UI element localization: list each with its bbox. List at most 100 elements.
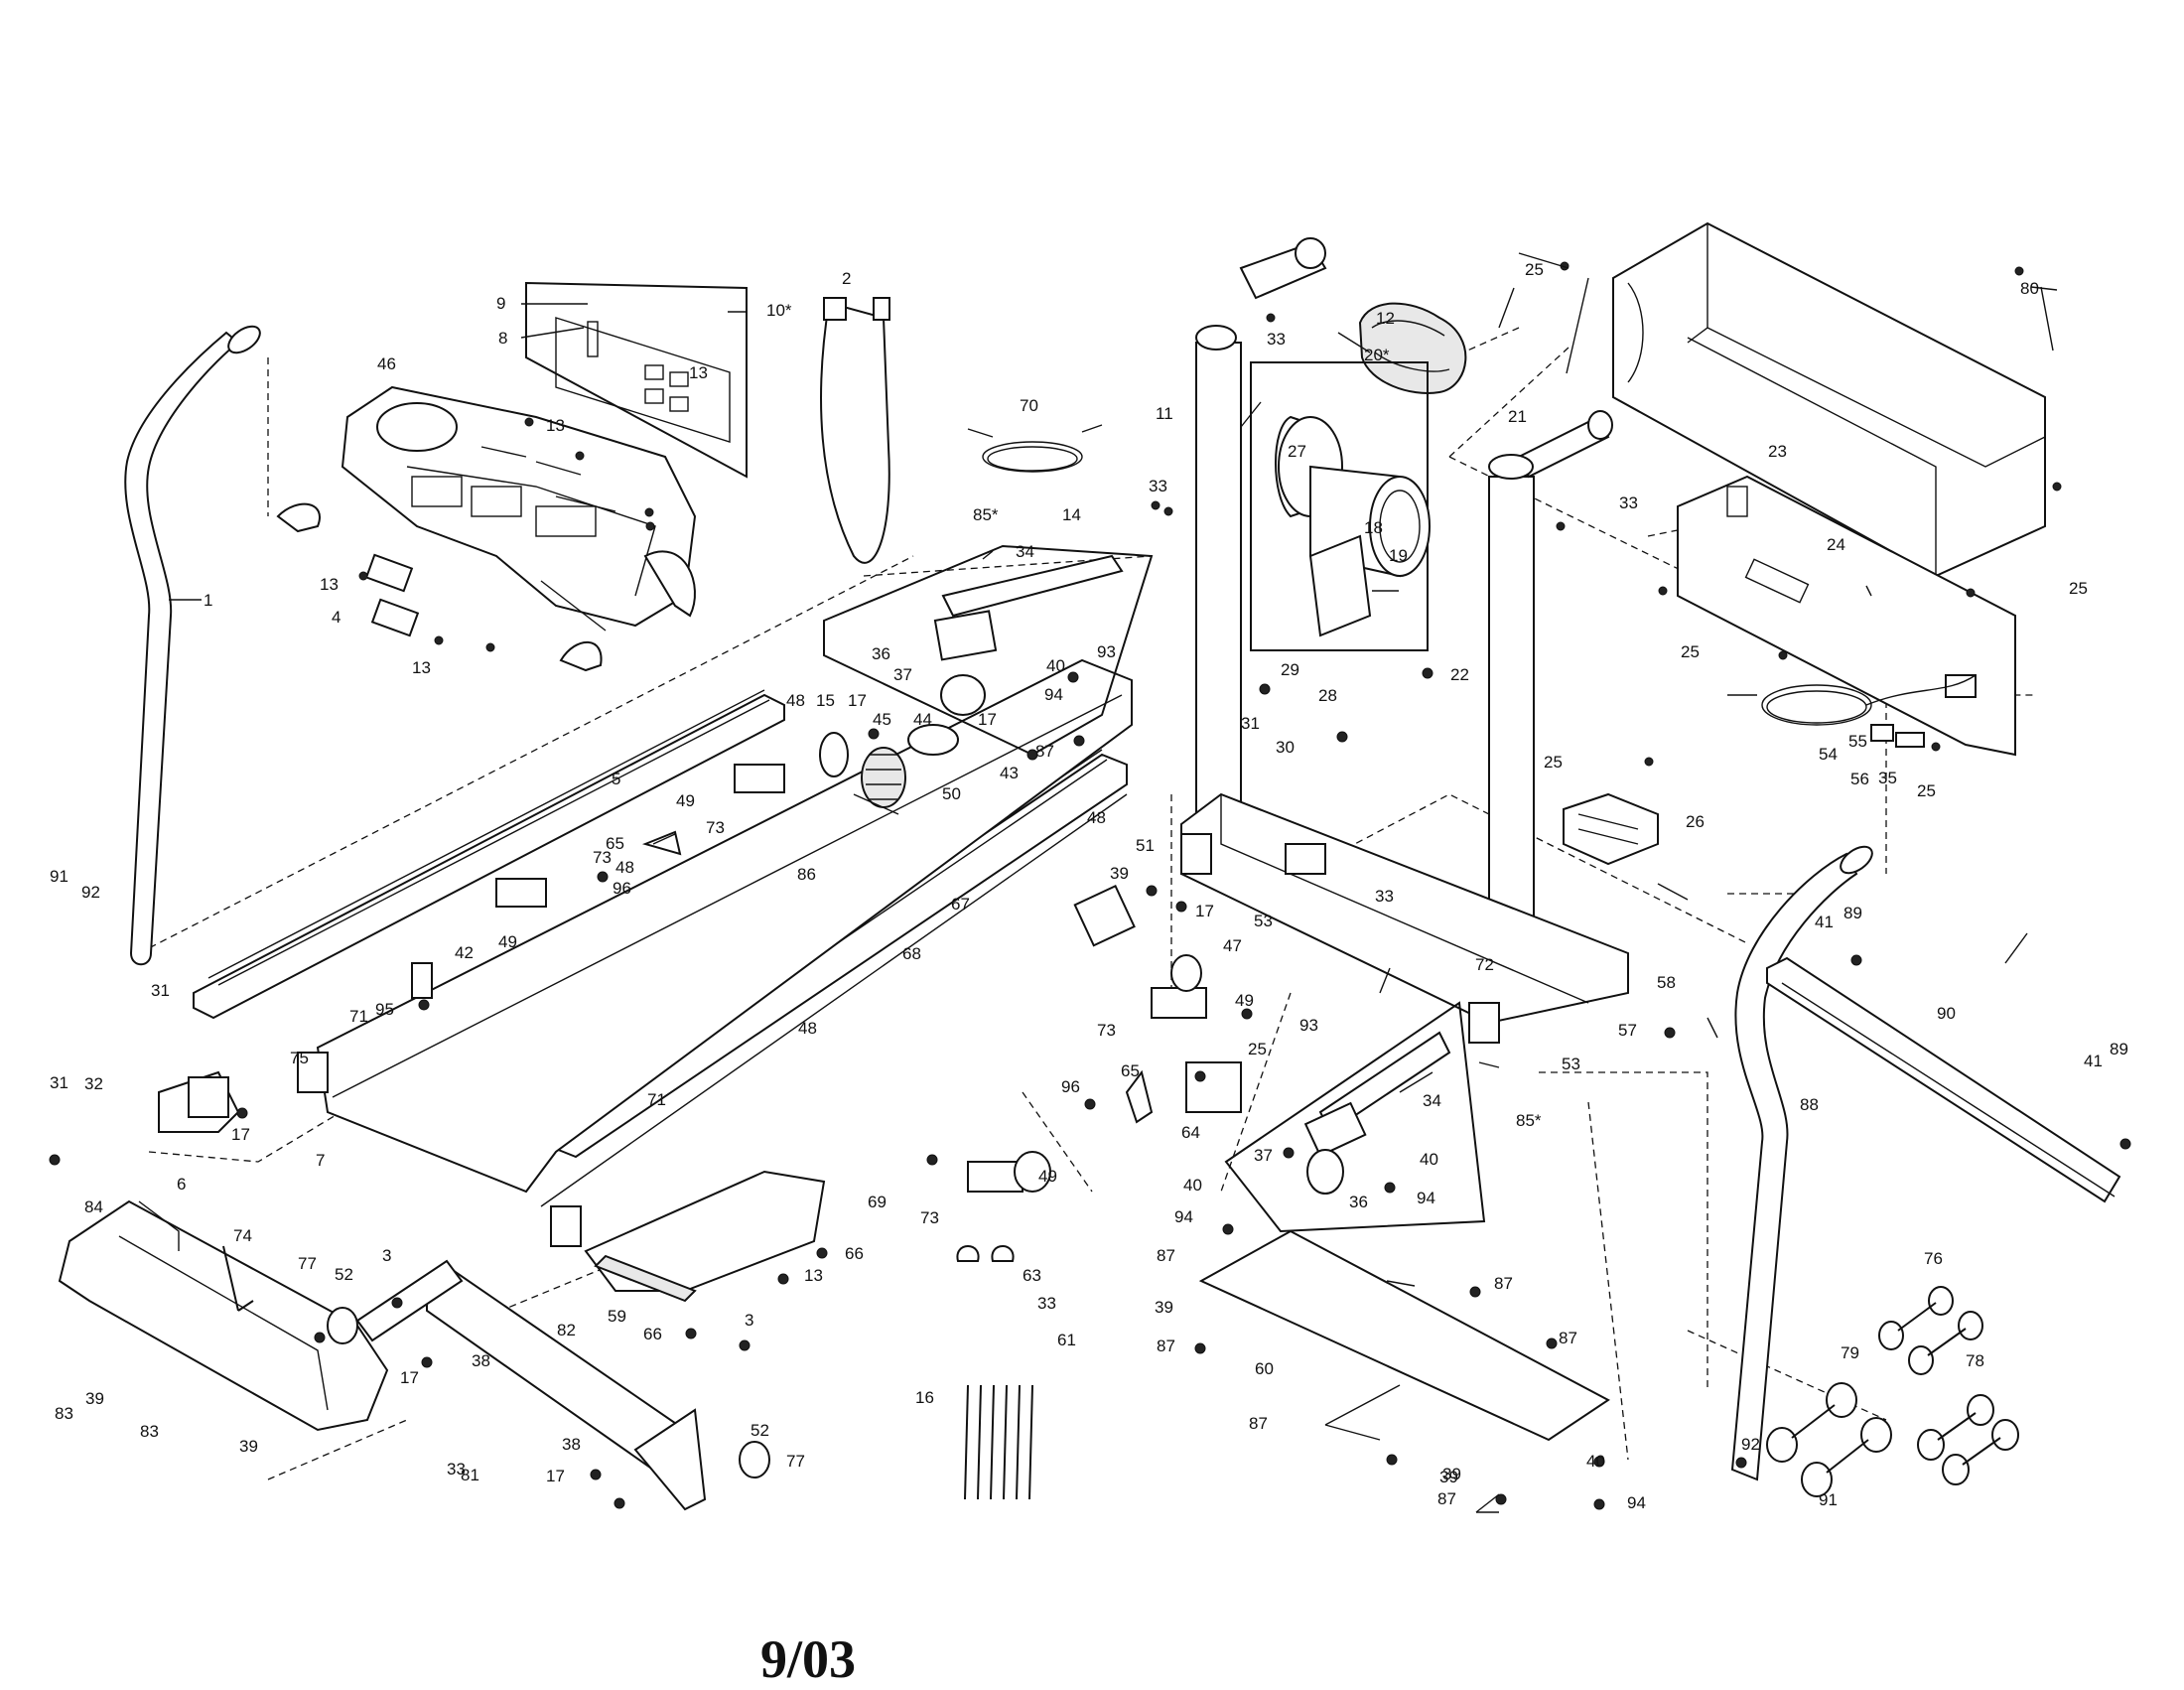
- callout-label: 78: [1966, 1351, 1984, 1370]
- callout-label: 73: [593, 848, 612, 867]
- callout-label: 72: [1475, 955, 1494, 974]
- motor-mount-plate: [1677, 475, 2016, 757]
- callout-label: 13: [546, 416, 565, 435]
- incline-motor-box-lower: [1185, 1001, 1486, 1233]
- left-side-rail: [193, 689, 785, 1020]
- callout-label: 22: [1450, 665, 1469, 684]
- callout-label: 17: [231, 1125, 250, 1144]
- callout-label: 27: [1288, 442, 1306, 461]
- callout-label: 74: [233, 1226, 252, 1245]
- callout-label: 87: [1559, 1329, 1577, 1347]
- callout-label: 23: [1768, 442, 1787, 461]
- left-upright-tube: [124, 325, 261, 966]
- callout-label: 17: [1195, 902, 1214, 920]
- motor-underside-shroud: [584, 1170, 826, 1303]
- callout-label: 85*: [1516, 1111, 1542, 1130]
- callout-label: 92: [1741, 1435, 1760, 1454]
- callout-label: 73: [1097, 1021, 1116, 1040]
- callout-label: 1: [204, 591, 212, 610]
- callout-label: 12: [1376, 309, 1395, 328]
- callout-label: 14: [1062, 505, 1081, 524]
- callout-label: 25: [1917, 781, 1936, 800]
- callout-label: 41: [2084, 1052, 2103, 1070]
- callout-label: 48: [1087, 808, 1106, 827]
- callout-label: 42: [455, 943, 474, 962]
- callout-label: 66: [845, 1244, 864, 1263]
- rear-leg-frame: [327, 1259, 770, 1511]
- callout-label: 63: [1023, 1266, 1041, 1285]
- console-assembly: [276, 385, 697, 672]
- revision-date-code: 9/03: [0, 1628, 2184, 1690]
- callout-label: 82: [557, 1321, 576, 1339]
- incline-motor-box-upper: [823, 544, 1154, 757]
- callout-label: 2: [842, 269, 851, 288]
- callout-label: 38: [472, 1351, 490, 1370]
- callout-label: 48: [798, 1019, 817, 1038]
- callout-label: 34: [1423, 1091, 1441, 1110]
- callout-label: 7: [316, 1151, 325, 1170]
- callout-label: 68: [902, 944, 921, 963]
- callout-label: 31: [151, 981, 170, 1000]
- callout-label: 91: [1819, 1490, 1838, 1509]
- callout-label: 94: [1174, 1207, 1193, 1226]
- callout-label: 53: [1254, 912, 1273, 930]
- callout-label: 17: [978, 710, 997, 729]
- wire-harness: [967, 424, 1103, 473]
- callout-label: 96: [613, 879, 631, 898]
- callout-label: 87: [1494, 1274, 1513, 1293]
- callout-label: 9: [496, 294, 505, 313]
- callout-label: 31: [1241, 714, 1260, 733]
- callout-label: 83: [55, 1404, 73, 1423]
- callout-label: 54: [1819, 745, 1838, 764]
- callout-label: 55: [1848, 732, 1867, 751]
- callout-label: 89: [1843, 904, 1862, 922]
- right-handrail-cover: [1766, 956, 2121, 1203]
- callout-leader-lines: [169, 252, 2058, 1513]
- callout-label: 39: [1442, 1465, 1461, 1483]
- right-upright-tube: [1730, 845, 1873, 1481]
- callout-label: 69: [868, 1193, 887, 1211]
- callout-label: 20*: [1364, 346, 1390, 364]
- callout-label: 90: [1937, 1004, 1956, 1023]
- callout-label: 89: [2110, 1040, 2128, 1058]
- callout-label: 85*: [973, 505, 999, 524]
- callout-label: 39: [1155, 1298, 1173, 1317]
- callout-label: 36: [872, 644, 890, 663]
- callout-label: 93: [1097, 642, 1116, 661]
- callout-label: 33: [1037, 1294, 1056, 1313]
- callout-label: 79: [1841, 1343, 1859, 1362]
- callout-label: 26: [1686, 812, 1705, 831]
- callout-label: 13: [412, 658, 431, 677]
- base-pan-plate: [1198, 1229, 1610, 1442]
- callout-label: 19: [1389, 546, 1408, 565]
- callout-label: 53: [1562, 1055, 1580, 1073]
- callout-label: 87: [1249, 1414, 1268, 1433]
- callout-label: 73: [920, 1208, 939, 1227]
- callout-label: 94: [1417, 1189, 1435, 1207]
- walking-deck-belt: [297, 658, 1136, 1247]
- callout-label: 16: [915, 1388, 934, 1407]
- callout-label: 49: [1038, 1167, 1057, 1186]
- callout-labels: 1 2 3 3 4 5 6 7 8 9 10* 11 12 13 13 13 1…: [50, 260, 2128, 1512]
- callout-label: 70: [1020, 396, 1038, 415]
- fasteners: [49, 261, 2131, 1510]
- callout-label: 94: [1627, 1493, 1646, 1512]
- callout-label: 87: [1035, 742, 1054, 761]
- rear-endcap: [58, 1199, 389, 1432]
- callout-label: 3: [745, 1311, 753, 1330]
- callout-label: 61: [1057, 1331, 1076, 1349]
- callout-label: 29: [1281, 660, 1299, 679]
- callout-label: 81: [461, 1466, 479, 1484]
- front-roller: [819, 724, 959, 808]
- callout-label: 40: [1420, 1150, 1438, 1169]
- callout-label: 44: [913, 710, 932, 729]
- callout-label: 11: [1156, 404, 1173, 423]
- callout-label: 32: [84, 1074, 103, 1093]
- callout-label: 80: [2020, 279, 2039, 298]
- callout-label: 95: [375, 1000, 394, 1019]
- callout-label: 30: [1276, 738, 1295, 757]
- electronics-bracket: [1563, 792, 1659, 866]
- callout-label: 38: [562, 1435, 581, 1454]
- callout-label: 88: [1800, 1095, 1819, 1114]
